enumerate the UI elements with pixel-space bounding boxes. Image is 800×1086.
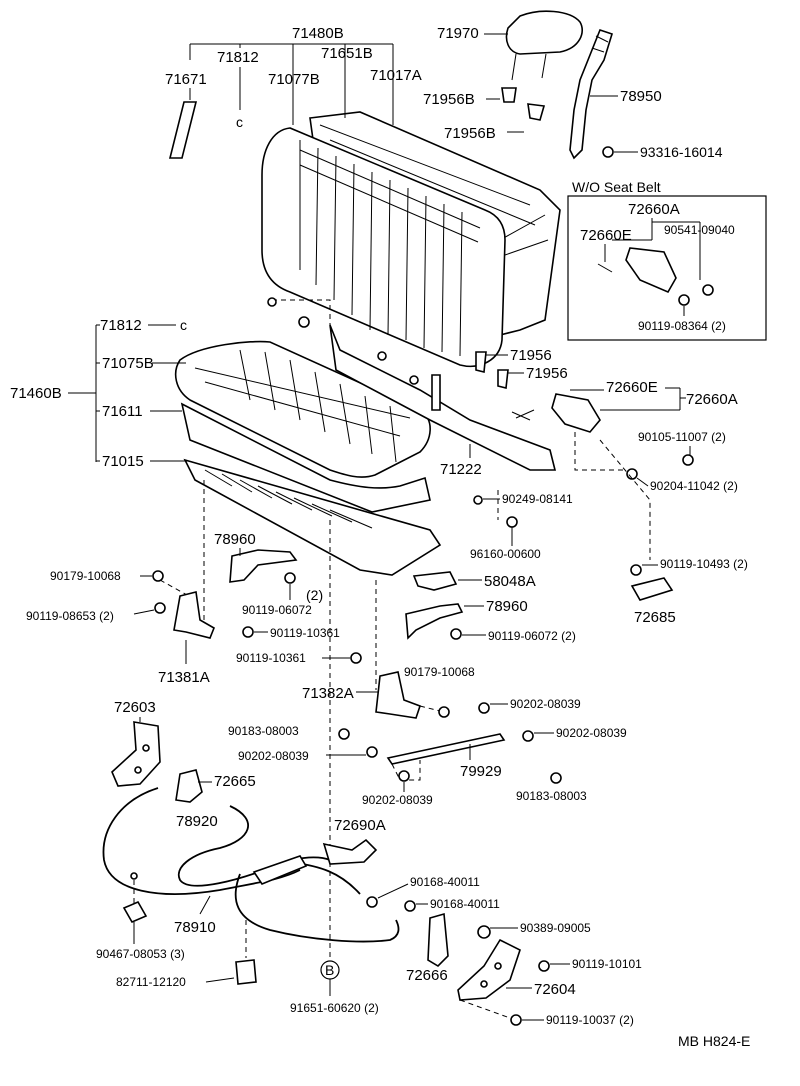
label-71956-2: 71956 xyxy=(526,365,568,382)
label-71077B: 71077B xyxy=(268,71,320,88)
svg-text:c: c xyxy=(236,114,243,130)
label-71382A: 71382A xyxy=(302,685,354,702)
label-71651B: 71651B xyxy=(321,45,373,62)
label-90119-06072-right: 90119-06072 (2) xyxy=(488,629,576,643)
label-72685: 72685 xyxy=(634,609,676,626)
label-93316-16014: 93316-16014 xyxy=(640,144,723,160)
label-2: (2) xyxy=(306,587,323,603)
label-82711-12120: 82711-12120 xyxy=(116,975,186,989)
latch-hardware: 71956 71956 72660E 72660A 71222 90105-11… xyxy=(267,297,748,626)
label-90119-10361-2: 90119-10361 xyxy=(236,651,306,665)
seatback-labels: 71480B 71812 c 71651B 71671 71077B 71017… xyxy=(165,25,422,159)
svg-text:c: c xyxy=(180,317,187,333)
label-90119-10101: 90119-10101 xyxy=(572,957,642,971)
label-90541-09040: 90541-09040 xyxy=(664,223,735,237)
wo-seat-belt-inset: W/O Seat Belt 72660A 72660E 90541-09040 … xyxy=(567,179,767,341)
label-90119-06072-left: 90119-06072 xyxy=(242,603,312,617)
label-90119-10037: 90119-10037 (2) xyxy=(546,1013,634,1027)
label-90168-40011-1: 90168-40011 xyxy=(410,875,480,889)
label-78910: 78910 xyxy=(174,919,216,936)
label-90249-08141: 90249-08141 xyxy=(502,492,573,506)
headrest-and-belt: 71970 71956B 71956B 78950 93316-16014 xyxy=(423,10,723,160)
label-71812-side: 71812 xyxy=(100,317,142,334)
label-71956-1: 71956 xyxy=(510,347,552,364)
cable-assembly: 72603 72665 78920 90467-08053 (3) 78910 … xyxy=(96,699,642,1027)
rod-79929: 90202-08039 90183-08003 90202-08039 7992… xyxy=(228,724,627,807)
label-72603: 72603 xyxy=(114,699,156,716)
cushion-labels: 71812 c 71460B 71075B 71611 71015 xyxy=(10,317,188,470)
label-72604: 72604 xyxy=(534,981,576,998)
label-72665: 72665 xyxy=(214,773,256,790)
label-90179-10068-left: 90179-10068 xyxy=(50,569,121,583)
label-71381A: 71381A xyxy=(158,669,210,686)
label-71480B: 71480B xyxy=(292,25,344,42)
label-71611: 71611 xyxy=(102,403,143,420)
label-78920: 78920 xyxy=(176,813,218,830)
label-90202-08039-1: 90202-08039 xyxy=(510,697,581,711)
label-B: B xyxy=(325,962,334,978)
label-79929: 79929 xyxy=(460,763,502,780)
label-71015: 71015 xyxy=(102,453,144,470)
label-90202-08039-2: 90202-08039 xyxy=(238,749,309,763)
label-90202-08039-3: 90202-08039 xyxy=(556,726,627,740)
label-72660E-inset: 72660E xyxy=(580,227,632,244)
label-72666: 72666 xyxy=(406,967,448,984)
label-90183-08003-1: 90183-08003 xyxy=(228,724,299,738)
label-72690A: 72690A xyxy=(334,817,386,834)
label-71460B: 71460B xyxy=(10,385,62,402)
label-72660E: 72660E xyxy=(606,379,658,396)
label-72660A-inset: 72660A xyxy=(628,201,680,218)
label-71812-top: 71812 xyxy=(217,49,259,66)
label-90119-10493: 90119-10493 (2) xyxy=(660,557,748,571)
label-91651-60620: 91651-60620 (2) xyxy=(290,1001,379,1015)
seat-cushion-assembly xyxy=(174,340,442,576)
label-90204-11042: 90204-11042 (2) xyxy=(650,479,738,493)
label-90179-10068-right: 90179-10068 xyxy=(404,665,475,679)
label-78960-left: 78960 xyxy=(214,531,256,548)
seatback-assembly xyxy=(261,111,561,367)
label-90183-08003-2: 90183-08003 xyxy=(516,789,587,803)
label-78960-right: 78960 xyxy=(486,598,528,615)
label-90467-08053: 90467-08053 (3) xyxy=(96,947,185,961)
label-58048A: 58048A xyxy=(484,573,536,590)
footer-code: MB H824-E xyxy=(678,1033,750,1049)
label-71970: 71970 xyxy=(437,25,479,42)
label-71017A: 71017A xyxy=(370,67,422,84)
label-71956B-1: 71956B xyxy=(423,91,475,108)
label-90119-08364: 90119-08364 (2) xyxy=(638,319,726,333)
label-72660A: 72660A xyxy=(686,391,738,408)
label-71956B-2: 71956B xyxy=(444,125,496,142)
label-71222: 71222 xyxy=(440,461,482,478)
label-90168-40011-2: 90168-40011 xyxy=(430,897,500,911)
label-78950: 78950 xyxy=(620,88,662,105)
label-90105-11007: 90105-11007 (2) xyxy=(638,430,726,444)
label-71671: 71671 xyxy=(165,71,207,88)
label-90119-08653: 90119-08653 (2) xyxy=(26,609,114,623)
label-90202-08039-4: 90202-08039 xyxy=(362,793,433,807)
label-90389-09005: 90389-09005 xyxy=(520,921,591,935)
label-90119-10361-1: 90119-10361 xyxy=(270,626,340,640)
label-wo-seat-belt: W/O Seat Belt xyxy=(572,179,661,195)
label-96160-00600: 96160-00600 xyxy=(470,547,541,561)
lower-frame: 78960 90179-10068 (2) 90119-06072 90119-… xyxy=(26,480,581,960)
label-71075B: 71075B xyxy=(102,355,154,372)
